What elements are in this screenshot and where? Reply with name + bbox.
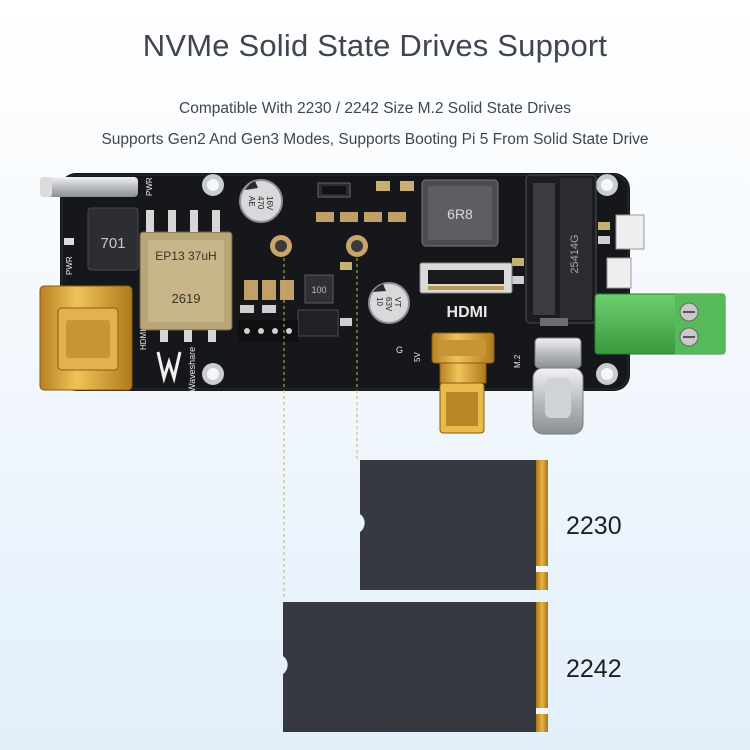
subtitle-compatibility: Compatible With 2230 / 2242 Size M.2 Sol… xyxy=(179,100,571,117)
mounting-hole xyxy=(202,363,224,385)
ssd-2230 xyxy=(360,460,548,590)
standoff-hole xyxy=(346,235,368,257)
svg-text:25414G: 25414G xyxy=(569,234,581,273)
usb-c-connector xyxy=(532,337,584,435)
svg-text:6R8: 6R8 xyxy=(447,206,473,222)
gnd-label: G xyxy=(396,345,403,355)
drive-size-label-2230: 2230 xyxy=(566,512,622,540)
hdmi-port xyxy=(39,285,133,391)
hdmi-side-label: HDMI xyxy=(139,330,148,350)
square-inductor: 6R8 xyxy=(421,179,499,247)
mounting-hole xyxy=(202,174,224,196)
page-title: NVMe Solid State Drives Support xyxy=(142,28,608,63)
small-inductor: 701 xyxy=(87,207,139,271)
pwr-label-top: PWR xyxy=(145,177,154,196)
large-inductor: EP13 37uH 2619 xyxy=(139,210,233,342)
svg-text:16V: 16V xyxy=(265,196,274,211)
terminal-block xyxy=(594,293,726,355)
drive-size-label-2242: 2242 xyxy=(566,655,622,683)
svg-text:EP13 37uH: EP13 37uH xyxy=(155,249,216,263)
m2-slot: 25414G xyxy=(525,174,597,326)
jst-connector xyxy=(606,214,645,289)
svg-text:701: 701 xyxy=(100,235,125,252)
pin-header xyxy=(238,320,298,342)
pwr-label-left: PWR xyxy=(65,256,74,275)
capacitor-470: 16V 470 AE xyxy=(239,179,283,223)
micro-hdmi-connector xyxy=(431,332,495,434)
svg-text:10: 10 xyxy=(375,297,384,306)
mounting-hole xyxy=(596,363,618,385)
capacitor-63v: 10 63V VT xyxy=(368,282,410,324)
svg-text:AE: AE xyxy=(247,196,256,207)
waveshare-logo: Waveshare xyxy=(156,347,197,392)
svg-text:470: 470 xyxy=(256,196,265,210)
subtitle-modes: Supports Gen2 And Gen3 Modes, Supports B… xyxy=(101,131,649,148)
standoff-hole xyxy=(270,235,292,257)
mounting-hole xyxy=(596,174,618,196)
small-chip: 100 xyxy=(304,274,334,304)
five-v-label: 5V xyxy=(413,352,422,362)
fpc-connector xyxy=(419,262,513,294)
smd-components xyxy=(240,181,610,326)
pwr-led xyxy=(64,238,74,245)
svg-text:2619: 2619 xyxy=(172,291,201,306)
hdmi-logo: HDMI xyxy=(447,304,488,321)
svg-text:Waveshare: Waveshare xyxy=(187,347,197,392)
ic-chip xyxy=(297,309,339,337)
power-button xyxy=(40,177,138,197)
svg-text:VT: VT xyxy=(393,297,402,307)
ssd-2242 xyxy=(283,602,548,732)
svg-text:100: 100 xyxy=(311,285,326,295)
m2-label: M.2 xyxy=(513,354,522,368)
expansion-board: PWR PWR 701 EP13 37uH 2619 16V 470 xyxy=(39,173,726,435)
svg-text:63V: 63V xyxy=(384,297,393,312)
